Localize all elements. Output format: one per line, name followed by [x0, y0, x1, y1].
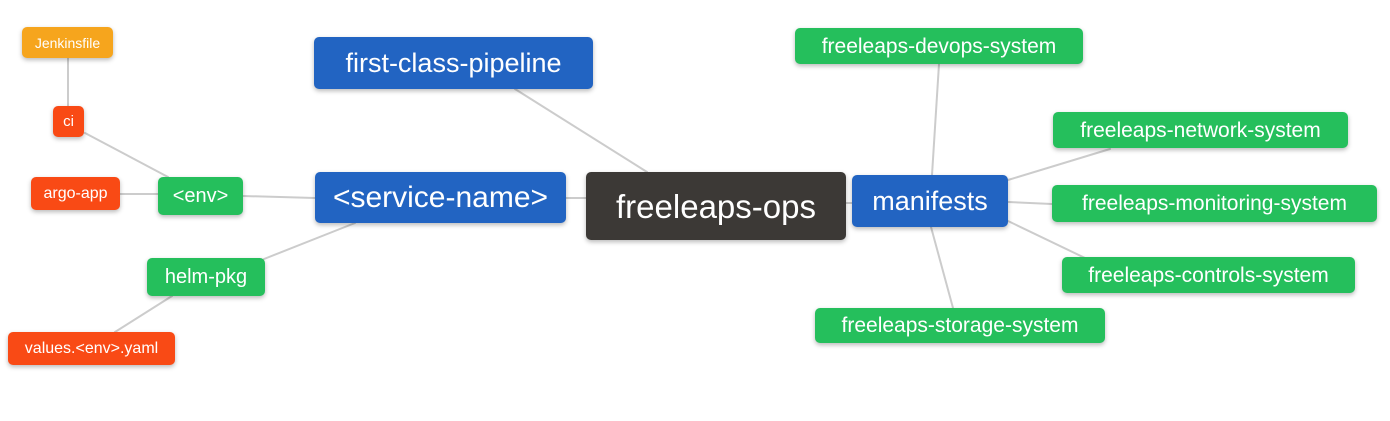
- node-service-name[interactable]: <service-name>: [315, 172, 566, 223]
- edge-manifests-network: [1007, 148, 1111, 181]
- node-freeleaps-ops[interactable]: freeleaps-ops: [586, 172, 846, 240]
- edge-manifests-controls: [1007, 220, 1086, 259]
- node-freeleaps-monitoring-system[interactable]: freeleaps-monitoring-system: [1052, 185, 1377, 222]
- node-env[interactable]: <env>: [158, 177, 243, 215]
- edge-service-name-helm-pkg: [263, 222, 356, 260]
- node-helm-pkg[interactable]: helm-pkg: [147, 258, 265, 296]
- edge-ci-env: [84, 132, 169, 178]
- edge-manifests-storage: [930, 226, 954, 309]
- node-ci[interactable]: ci: [53, 106, 84, 137]
- node-manifests[interactable]: manifests: [852, 175, 1008, 227]
- edge-env-service-name: [242, 195, 316, 199]
- node-freeleaps-devops-system[interactable]: freeleaps-devops-system: [795, 28, 1083, 64]
- edge-manifests-monitoring: [1007, 201, 1053, 205]
- edge-manifests-devops: [931, 63, 940, 176]
- node-freeleaps-controls-system[interactable]: freeleaps-controls-system: [1062, 257, 1355, 293]
- node-first-class-pipeline[interactable]: first-class-pipeline: [314, 37, 593, 89]
- node-freeleaps-storage-system[interactable]: freeleaps-storage-system: [815, 308, 1105, 343]
- node-jenkinsfile[interactable]: Jenkinsfile: [22, 27, 113, 58]
- edge-helm-pkg-values: [114, 295, 173, 333]
- node-argo-app[interactable]: argo-app: [31, 177, 120, 210]
- node-freeleaps-network-system[interactable]: freeleaps-network-system: [1053, 112, 1348, 148]
- edge-pipeline-freeleaps-ops: [514, 88, 648, 173]
- node-values-env-yaml[interactable]: values.<env>.yaml: [8, 332, 175, 365]
